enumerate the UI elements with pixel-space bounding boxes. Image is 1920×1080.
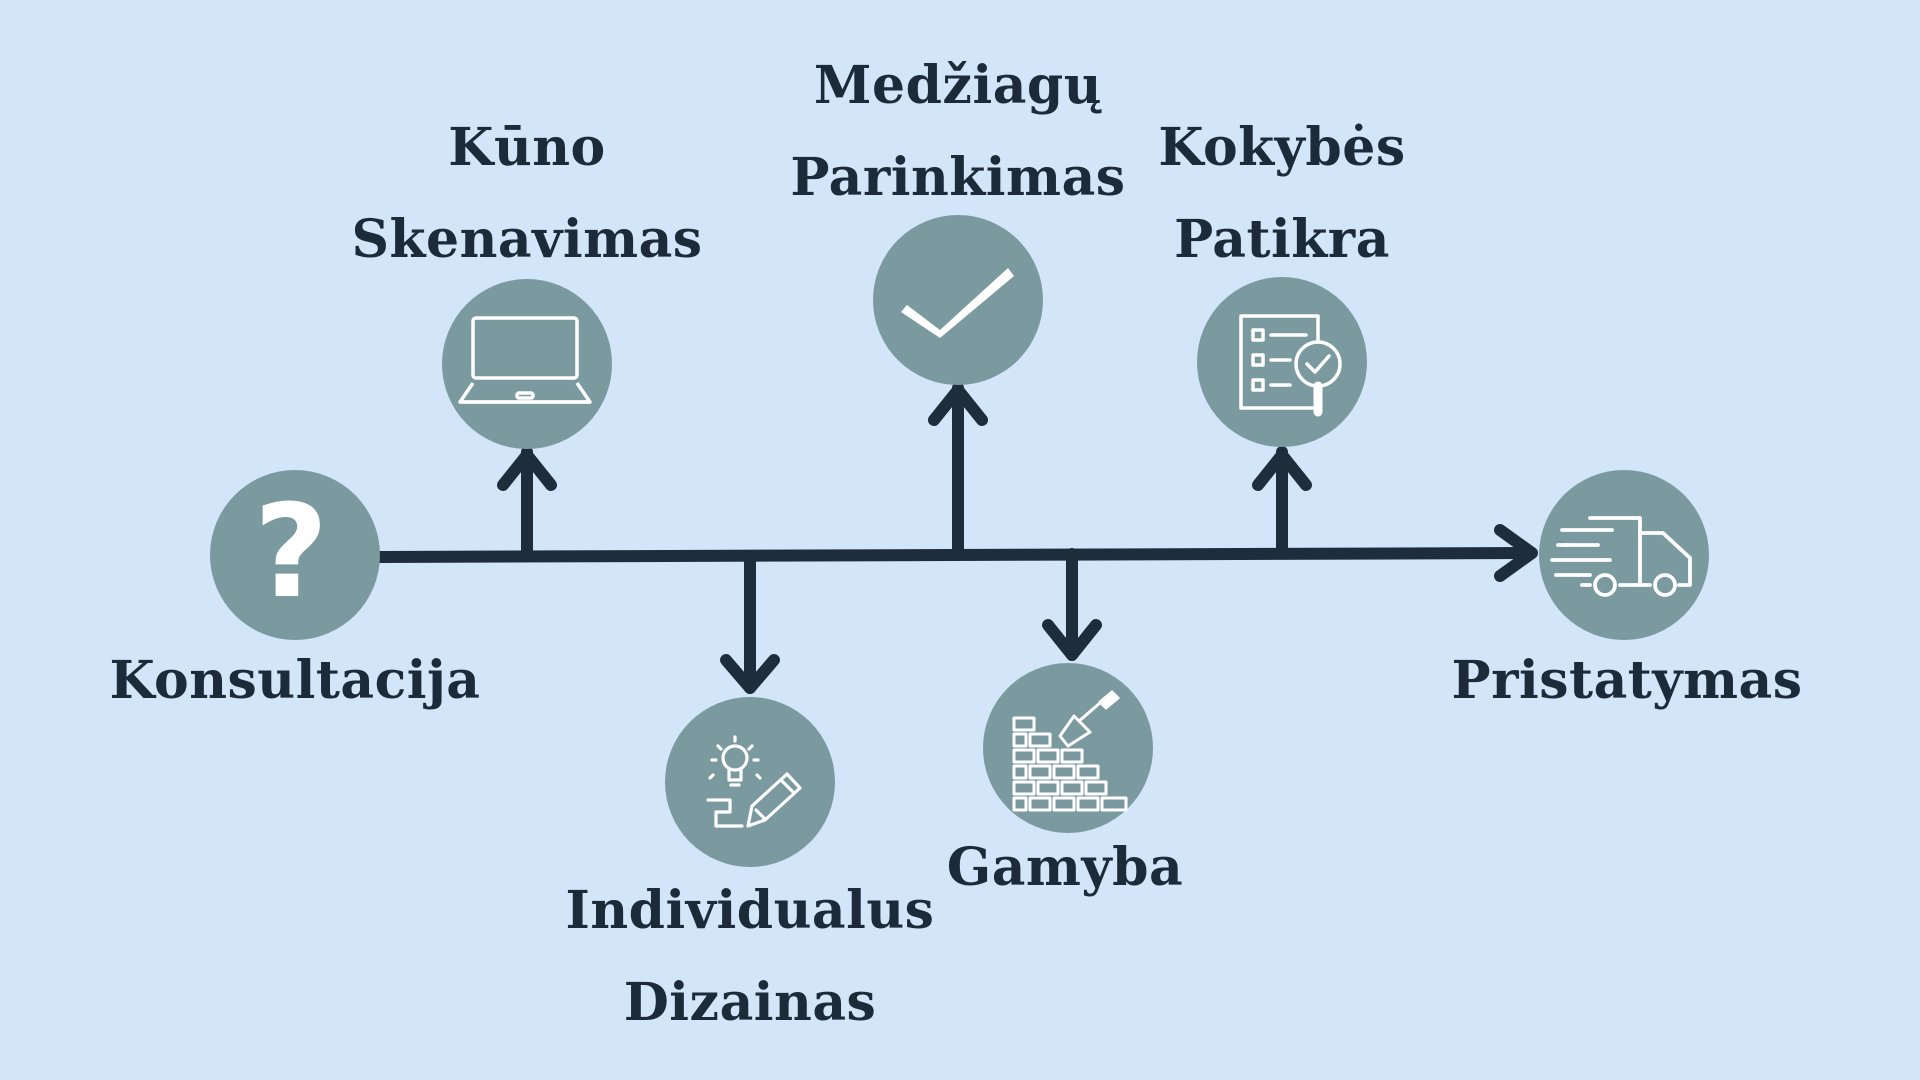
label-line: Pristatymas — [1451, 650, 1803, 711]
node-medziagu-parinkimas — [873, 215, 1043, 385]
label-individualus-dizainas: Individualus Dizainas — [550, 865, 950, 1049]
label-konsultacija: Konsultacija — [95, 635, 495, 727]
laptop-icon — [458, 316, 592, 404]
svg-text:?: ? — [254, 478, 328, 627]
node-kuno-skenavimas — [442, 279, 612, 449]
label-line: Kūno — [448, 117, 606, 178]
idea-pencil-icon — [706, 735, 802, 828]
arrowhead-individualus-dizainas — [720, 654, 780, 694]
checklist-magnifier-icon — [1239, 314, 1342, 417]
label-line: Kokybės — [1158, 117, 1406, 178]
label-line: Konsultacija — [109, 650, 481, 711]
node-pristatymas — [1539, 470, 1709, 640]
label-pristatymas: Pristatymas — [1427, 635, 1827, 727]
label-kuno-skenavimas: Kūno Skenavimas — [327, 102, 727, 286]
label-line: Patikra — [1174, 209, 1390, 270]
node-individualus-dizainas — [665, 697, 835, 867]
label-line: Gamyba — [946, 837, 1184, 898]
arrowhead-kuno-skenavimas — [497, 449, 557, 491]
label-line: Individualus — [565, 880, 935, 941]
arrowhead-medziagu-parinkimas — [928, 384, 988, 426]
arrowhead-kokybes-patikra — [1252, 449, 1312, 491]
label-kokybes-patikra: Kokybės Patikra — [1082, 102, 1482, 286]
label-line: Dizainas — [623, 972, 877, 1033]
label-medziagu-parinkimas: Medžiagų Parinkimas — [758, 40, 1158, 224]
label-line: Skenavimas — [351, 209, 703, 270]
checkmark-icon — [901, 268, 1014, 338]
delivery-truck-icon — [1550, 516, 1692, 597]
arrowhead-gamyba — [1042, 619, 1102, 661]
brick-wall-trowel-icon — [1012, 690, 1128, 812]
node-konsultacija — [210, 470, 380, 640]
label-line: Medžiagų — [813, 55, 1103, 116]
timeline-end-arrowhead — [1494, 524, 1538, 582]
question-mark-icon: ? — [254, 478, 328, 627]
label-line: Parinkimas — [790, 147, 1126, 208]
label-gamyba: Gamyba — [865, 822, 1265, 914]
